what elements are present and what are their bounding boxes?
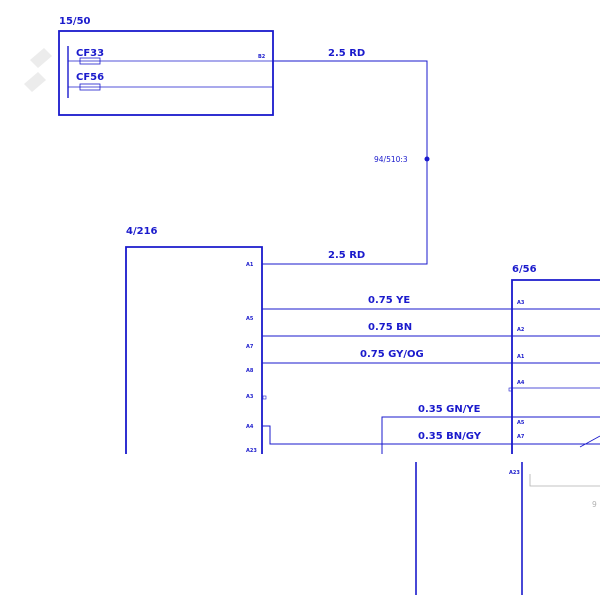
pin-b2-label: B2 — [258, 54, 266, 60]
pin-a7: A7 — [246, 344, 254, 350]
pin-6-56-a7: A7 — [517, 434, 525, 440]
wire-w3[interactable]: 0.75 YE — [262, 295, 600, 310]
lower-continuation: A23 A23 9 — [385, 454, 600, 595]
component-6-56-label: 6/56 — [512, 264, 537, 275]
lower-pin-a23-right: A23 — [509, 470, 520, 476]
component-15-50-box — [58, 30, 274, 116]
pin-6-56-a4: A4 — [517, 380, 525, 386]
pin-6-56-a3: A3 — [517, 300, 525, 306]
wire-w4-label: 0.75 BN — [368, 322, 412, 333]
pin-a5: A5 — [246, 316, 254, 322]
pin-a8: A8 — [246, 368, 254, 374]
component-4-216[interactable]: 4/216 A1 A5 A7 A8 A3 A4 A23 — [125, 226, 285, 462]
wire-w1-label: 2.5 RD — [328, 48, 365, 59]
wire-w7-label: 0.35 BN/GY — [418, 431, 482, 442]
wire-w2-line — [262, 159, 428, 265]
wire-w5-label: 0.75 GY/OG — [360, 349, 424, 360]
component-15-50-label: 15/50 — [59, 16, 91, 27]
component-6-56[interactable]: 6/56 A3 A2 A1 A4 A5 A7 — [508, 264, 600, 454]
wire-w5[interactable]: 0.75 GY/OG — [262, 349, 600, 364]
component-6-56-box — [511, 279, 600, 454]
wire-w2-label: 2.5 RD — [328, 250, 365, 261]
pin-6-56-a2: A2 — [517, 327, 525, 333]
component-4-216-label: 4/216 — [126, 226, 158, 237]
crop-mask — [0, 454, 600, 462]
splice-label: 94/510:3 — [374, 155, 408, 164]
pin-a23: A23 — [246, 448, 257, 454]
splice-94-510-3[interactable]: 94/510:3 — [374, 155, 430, 164]
pin-a1: A1 — [246, 262, 254, 268]
pin-a3-terminal — [262, 395, 267, 400]
watermark — [24, 48, 52, 92]
wire-w6[interactable]: 0.35 GN/YE — [381, 404, 600, 454]
component-4-216-box — [125, 246, 263, 454]
wire-w7[interactable]: 0.35 BN/GY — [262, 425, 600, 445]
lower-faint-line — [529, 474, 600, 487]
wire-w4[interactable]: 0.75 BN — [262, 322, 600, 337]
component-15-50[interactable]: 15/50 CF33 CF56 B2 — [58, 16, 274, 116]
wire-w1[interactable]: 2.5 RD — [273, 48, 428, 159]
pin-6-56-a7-switch — [579, 435, 600, 448]
wire-w7-line — [262, 425, 600, 445]
wire-w6-line — [381, 416, 600, 454]
pin-6-56-a4-terminal — [508, 387, 513, 392]
wire-w1-line — [273, 60, 428, 159]
pin-a4: A4 — [246, 424, 254, 430]
pin-a3: A3 — [246, 394, 254, 400]
pin-6-56-a1: A1 — [517, 354, 525, 360]
wire-w2[interactable]: 2.5 RD — [262, 159, 428, 265]
partial-ref: 9 — [592, 500, 597, 509]
wire-w3-label: 0.75 YE — [368, 295, 410, 306]
pin-6-56-a5: A5 — [517, 420, 525, 426]
wire-w6-label: 0.35 GN/YE — [418, 404, 481, 415]
fuse-cf56-label: CF56 — [76, 72, 104, 83]
fuse-cf33-label: CF33 — [76, 48, 104, 59]
